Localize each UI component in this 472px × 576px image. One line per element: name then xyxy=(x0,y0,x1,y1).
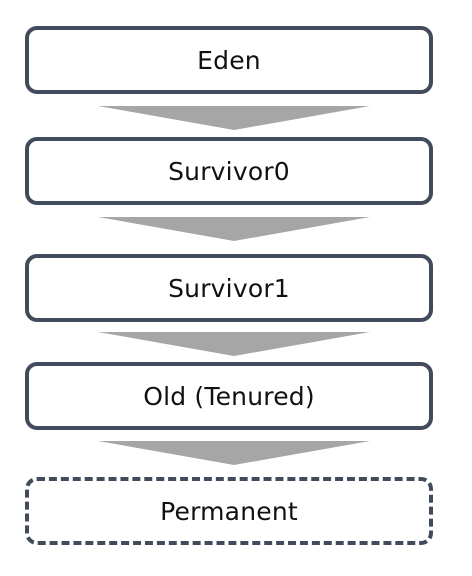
eden-box: Eden xyxy=(25,26,433,94)
old-tenured-label: Old (Tenured) xyxy=(143,381,315,411)
survivor0-label: Survivor0 xyxy=(168,156,290,186)
flow-arrow-old-to-permanent xyxy=(98,441,370,465)
old-tenured-box: Old (Tenured) xyxy=(25,362,433,430)
flow-arrow-survivor1-to-old xyxy=(98,332,370,356)
flow-arrow-eden-to-survivor0 xyxy=(98,106,370,130)
flow-arrow-survivor0-to-survivor1 xyxy=(98,217,370,241)
survivor1-label: Survivor1 xyxy=(168,273,290,303)
eden-label: Eden xyxy=(197,45,261,75)
permanent-box: Permanent xyxy=(25,477,433,545)
permanent-label: Permanent xyxy=(160,496,298,526)
survivor0-box: Survivor0 xyxy=(25,137,433,205)
survivor1-box: Survivor1 xyxy=(25,254,433,322)
